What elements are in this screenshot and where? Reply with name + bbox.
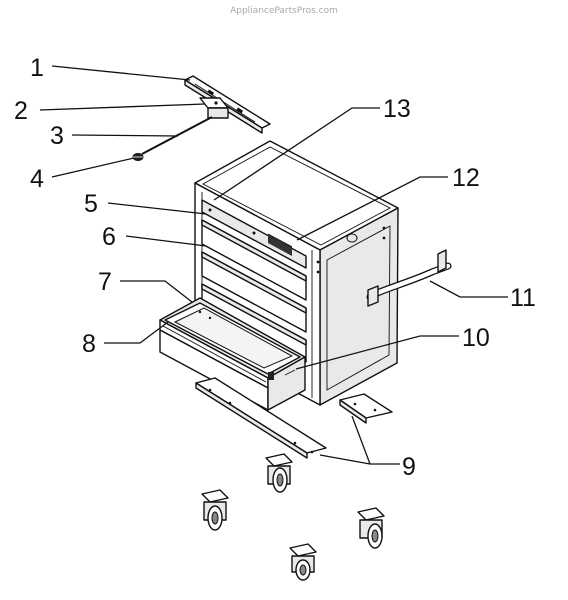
open-drawer[interactable] bbox=[159, 297, 306, 411]
callout-labels: 1 2 3 4 5 6 7 8 9 10 11 12 13 bbox=[14, 54, 536, 481]
caster-wheel-1[interactable] bbox=[265, 453, 293, 493]
callout-7: 7 bbox=[98, 268, 112, 296]
callout-9: 9 bbox=[402, 453, 416, 481]
callout-4: 4 bbox=[30, 165, 44, 193]
callout-1: 1 bbox=[30, 54, 44, 82]
part-side-handle[interactable] bbox=[366, 249, 452, 307]
callout-11: 11 bbox=[510, 284, 536, 312]
callout-12: 12 bbox=[452, 164, 480, 192]
callout-2: 2 bbox=[14, 97, 28, 125]
leader-lines bbox=[39, 65, 508, 465]
part-knob[interactable] bbox=[132, 153, 144, 161]
callout-5: 5 bbox=[84, 190, 98, 218]
part-base-rail-left[interactable] bbox=[195, 377, 327, 459]
watermark-text: AppliancePartsPros.com bbox=[230, 6, 338, 16]
caster-wheel-3[interactable] bbox=[357, 507, 385, 549]
callout-6: 6 bbox=[102, 223, 116, 251]
caster-wheel-4[interactable] bbox=[289, 543, 317, 581]
callout-10: 10 bbox=[462, 324, 490, 352]
caster-wheel-2[interactable] bbox=[201, 489, 229, 531]
part-bracket[interactable] bbox=[199, 97, 229, 119]
callout-3: 3 bbox=[50, 122, 64, 150]
callout-8: 8 bbox=[82, 330, 96, 358]
callout-13: 13 bbox=[383, 95, 411, 123]
part-base-rail-right[interactable] bbox=[339, 393, 393, 424]
